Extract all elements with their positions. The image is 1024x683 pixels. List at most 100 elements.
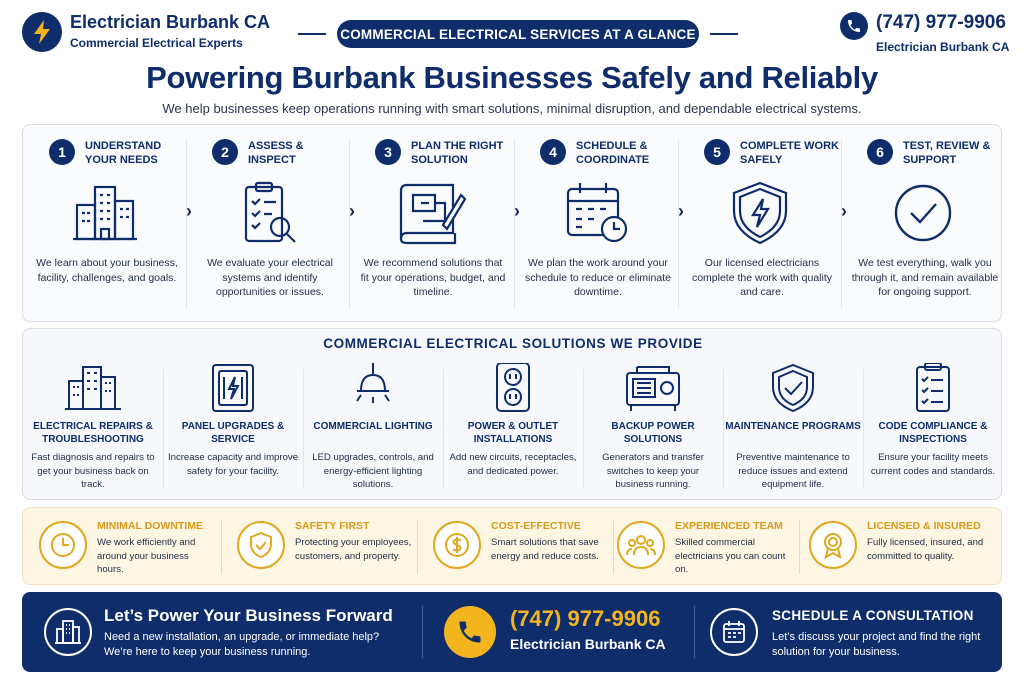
badge-icon	[809, 521, 857, 569]
shield-bolt-icon	[724, 181, 796, 245]
check-circle-icon	[887, 181, 959, 245]
benefits-strip: MINIMAL DOWNTIME We work efficiently and…	[22, 507, 1002, 585]
dollar-icon	[433, 521, 481, 569]
solution-title: POWER & OUTLET INSTALLATIONS	[467, 421, 559, 445]
cta-footer: Let’s Power Your Business Forward Need a…	[22, 592, 1002, 672]
panel-icon	[203, 363, 263, 413]
step-title: UNDERSTAND YOUR NEEDS	[85, 140, 162, 166]
benefit-experienced-team: EXPERIENCED TEAM Skilled commercial elec…	[601, 508, 797, 584]
chevron-right-icon: ›	[678, 201, 684, 221]
step-divider	[514, 139, 515, 309]
benefit-description: Protecting your employees, customers, an…	[295, 537, 412, 562]
solution-card-backup-power: BACKUP POWER SOLUTIONS Generators and tr…	[583, 363, 723, 497]
benefit-minimal-downtime: MINIMAL DOWNTIME We work efficiently and…	[23, 508, 219, 584]
benefit-cost-effective: COST-EFFECTIVE Smart solutions that save…	[417, 508, 613, 584]
process-step-2: 2 ASSESS & INSPECT We evaluate your elec…	[186, 125, 349, 321]
solutions-panel: COMMERCIAL ELECTRICAL SOLUTIONS WE PROVI…	[22, 328, 1002, 500]
step-description: We evaluate your electrical systems and …	[207, 257, 333, 298]
team-icon	[617, 521, 665, 569]
schedule-consultation-link[interactable]: SCHEDULE A CONSULTATION	[772, 608, 974, 623]
step-divider	[841, 139, 842, 309]
benefit-title: MINIMAL DOWNTIME	[97, 520, 203, 532]
benefit-safety-first: SAFETY FIRST Protecting your employees, …	[221, 508, 417, 584]
step-description: We plan the work around your schedule to…	[525, 257, 671, 298]
process-step-6: 6 TEST, REVIEW & SUPPORT We test everyth…	[841, 125, 1004, 321]
bolt-logo-icon	[22, 12, 62, 52]
shield-check-icon	[763, 363, 823, 413]
step-divider	[678, 139, 679, 309]
solution-title: COMMERCIAL LIGHTING	[313, 421, 433, 432]
benefit-title: EXPERIENCED TEAM	[675, 520, 783, 532]
solution-description: Generators and transfer switches to keep…	[602, 452, 704, 490]
header-phone-link[interactable]: (747) 977-9906	[876, 12, 1006, 33]
step-divider	[349, 139, 350, 309]
benefit-description: We work efficiently and around your busi…	[97, 537, 196, 575]
benefit-divider	[799, 520, 800, 574]
step-title: ASSESS & INSPECT	[248, 140, 304, 166]
step-number: 3	[375, 139, 401, 165]
clock-icon	[39, 521, 87, 569]
solution-divider	[443, 369, 444, 489]
solution-title: CODE COMPLIANCE & INSPECTIONS	[878, 421, 988, 445]
solution-title: ELECTRICAL REPAIRS & TROUBLESHOOTING	[33, 421, 153, 445]
process-step-4: 4 SCHEDULE & COORDINATE We plan the work…	[514, 125, 677, 321]
header-phone-caption: Electrician Burbank CA	[876, 40, 1010, 54]
step-title: SCHEDULE & COORDINATE	[576, 140, 650, 166]
page-title: Powering Burbank Businesses Safely and R…	[146, 60, 878, 95]
cta-divider	[422, 606, 423, 658]
section-banner: COMMERCIAL ELECTRICAL SERVICES AT A GLAN…	[337, 20, 699, 48]
cta-phone-link[interactable]: (747) 977-9906	[510, 606, 661, 631]
solution-title: PANEL UPGRADES & SERVICE	[181, 421, 285, 445]
step-description: We learn about your business, facility, …	[36, 257, 178, 284]
phone-icon[interactable]	[444, 606, 496, 658]
solution-description: Increase capacity and improve safety for…	[167, 452, 299, 477]
outlet-icon	[483, 362, 543, 413]
building-icon	[63, 363, 123, 413]
step-description: We recommend solutions that fit your ope…	[360, 257, 506, 298]
solution-divider	[163, 369, 164, 489]
blueprint-icon	[395, 181, 467, 245]
step-description: Our licensed electricians complete the w…	[691, 257, 833, 298]
cta-title: Let’s Power Your Business Forward	[104, 606, 393, 625]
step-number: 6	[867, 139, 893, 165]
chevron-right-icon: ›	[349, 201, 355, 221]
process-steps-panel: 1 UNDERSTAND YOUR NEEDS We learn about y…	[22, 124, 1002, 322]
solution-card-lighting: COMMERCIAL LIGHTING LED upgrades, contro…	[303, 363, 443, 497]
chevron-right-icon: ›	[514, 201, 520, 221]
benefit-title: LICENSED & INSURED	[867, 520, 981, 532]
brand-name: Electrician Burbank CA	[70, 12, 271, 32]
benefit-divider	[417, 520, 418, 574]
calendar-clock-icon	[560, 181, 632, 245]
solution-title: BACKUP POWER SOLUTIONS	[611, 421, 695, 445]
solution-description: Add new circuits, receptacles, and dedic…	[449, 452, 577, 477]
building-icon	[44, 608, 92, 656]
benefit-description: Skilled commercial electricians you can …	[675, 537, 786, 575]
building-icon	[69, 181, 141, 245]
chevron-right-icon: ›	[841, 201, 847, 221]
step-title: COMPLETE WORK SAFELY	[740, 140, 839, 166]
solution-description: Fast diagnosis and repairs to get your b…	[31, 452, 155, 490]
process-step-1: 1 UNDERSTAND YOUR NEEDS We learn about y…	[23, 125, 186, 321]
step-description: We test everything, walk you through it,…	[851, 257, 999, 298]
page-subtitle: We help businesses keep operations runni…	[162, 101, 862, 116]
solutions-heading: COMMERCIAL ELECTRICAL SOLUTIONS WE PROVI…	[323, 336, 703, 351]
schedule-consultation-text: Let’s discuss your project and find the …	[772, 631, 981, 658]
cta-phone-caption: Electrician Burbank CA	[510, 636, 666, 652]
brand-tagline: Commercial Electrical Experts	[70, 36, 243, 50]
generator-icon	[623, 363, 683, 413]
benefit-title: SAFETY FIRST	[295, 520, 370, 532]
step-number: 1	[49, 139, 75, 165]
step-title: TEST, REVIEW & SUPPORT	[903, 140, 991, 166]
benefit-title: COST-EFFECTIVE	[491, 520, 581, 532]
benefit-licensed-insured: LICENSED & INSURED Fully licensed, insur…	[793, 508, 989, 584]
solution-description: Preventive maintenance to reduce issues …	[736, 452, 850, 490]
solution-divider	[863, 369, 864, 489]
banner-divider-left	[298, 33, 326, 35]
solution-divider	[303, 369, 304, 489]
step-title: PLAN THE RIGHT SOLUTION	[411, 140, 504, 166]
solution-card-panel-upgrades: PANEL UPGRADES & SERVICE Increase capaci…	[163, 363, 303, 497]
step-number: 4	[540, 139, 566, 165]
benefit-divider	[221, 520, 222, 574]
benefit-description: Smart solutions that save energy and red…	[491, 537, 599, 562]
calendar-icon	[710, 608, 758, 656]
